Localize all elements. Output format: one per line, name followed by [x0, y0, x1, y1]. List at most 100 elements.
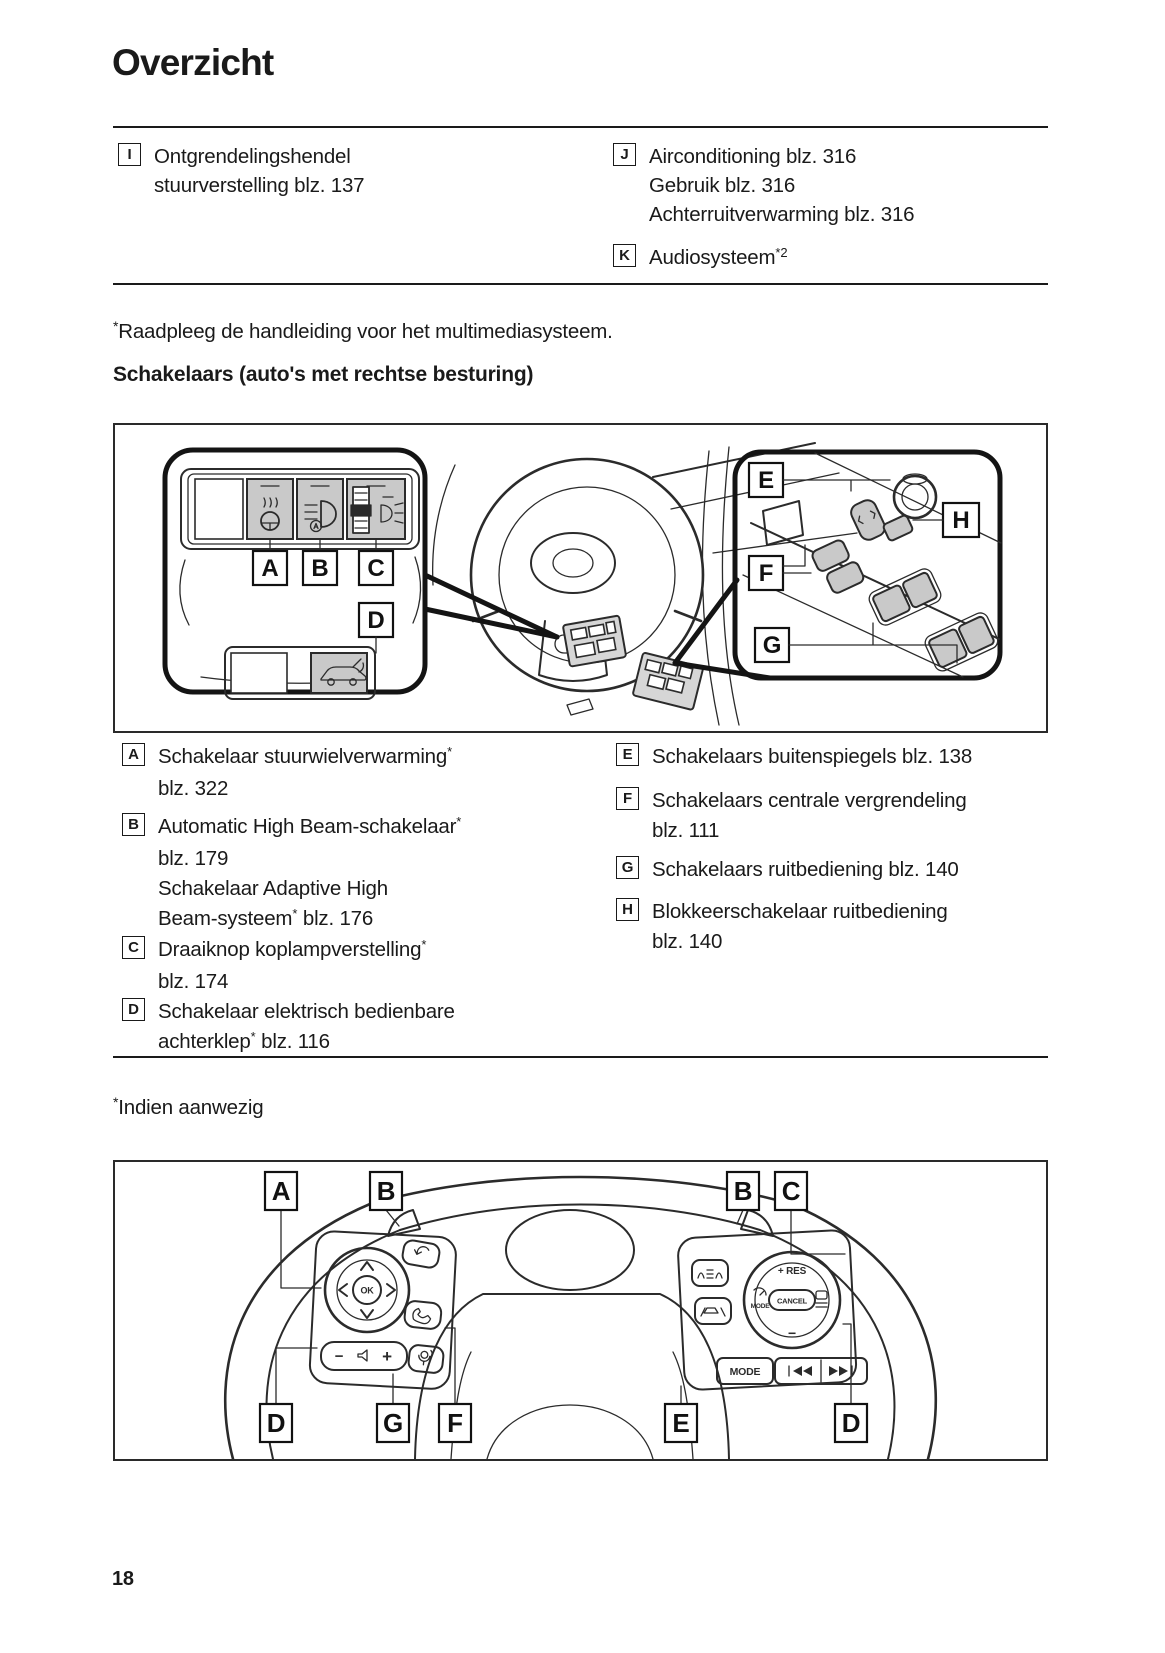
legend-key-I: I	[118, 143, 141, 166]
legend-line: Schakelaar stuurwielverwarming	[158, 745, 448, 768]
legend-text-F: Schakelaars centrale vergrendeling blz. …	[652, 786, 967, 846]
page-number: 18	[112, 1568, 134, 1590]
legend-text-G: Schakelaars ruitbediening blz. 140	[652, 855, 959, 885]
diagram2-label-bottom-F: F	[437, 1402, 473, 1444]
legend-key-F: F	[616, 787, 639, 810]
svg-text:C: C	[782, 1176, 801, 1206]
svg-text:D: D	[842, 1408, 861, 1438]
diagram2-label-top-B-left: B	[368, 1170, 404, 1212]
media-mode-button: MODE	[716, 1357, 774, 1385]
left-paddle-shifter	[387, 1209, 421, 1237]
footnote-marker: *	[113, 1094, 119, 1110]
diagram1-label-H: H	[912, 501, 981, 539]
svg-text:B: B	[311, 555, 328, 582]
svg-text:B: B	[734, 1176, 753, 1206]
legend-text-D: Schakelaar elektrisch bedienbare achterk…	[158, 997, 455, 1059]
svg-text:A: A	[261, 555, 278, 582]
legend-line: achterklep	[158, 1030, 251, 1053]
power-tailgate-icon	[320, 658, 367, 686]
mode-button-label: MODE	[730, 1366, 761, 1378]
volume-rocker: − +	[320, 1341, 408, 1371]
divider-legend	[113, 283, 1048, 285]
section-heading-switches: Schakelaars (auto's met rechtse besturin…	[113, 363, 534, 386]
footnote-marker: *	[250, 1029, 256, 1044]
legend-line: blz. 116	[255, 1030, 330, 1053]
footnote-text: Indien aanwezig	[118, 1096, 264, 1119]
legend-text-K: Audiosysteem*2	[649, 243, 788, 274]
legend-line: Gebruik blz. 316	[649, 174, 796, 197]
left-cluster-plate	[308, 1230, 457, 1390]
window-switch-front	[868, 568, 942, 626]
right-cluster-plate	[677, 1229, 858, 1391]
svg-text:G: G	[763, 632, 781, 659]
legend-text-C: Draaiknop koplampverstelling* blz. 174	[158, 935, 426, 997]
switch-panel-2	[224, 646, 376, 700]
leader-lines	[275, 1209, 852, 1405]
mirror-fold-button	[850, 499, 886, 541]
footnote-multimedia: *Raadpleeg de handleiding voor het multi…	[113, 318, 613, 344]
diagram-dashboard-switches: A B C D	[113, 423, 1048, 733]
lane-assist-button-2	[694, 1297, 732, 1325]
left-callout-wedge	[422, 572, 560, 640]
footnote-text: Raadpleeg de handleiding voor het multim…	[118, 320, 613, 343]
legend-item-J: J Airconditioning blz. 316 Gebruik blz. …	[613, 142, 1073, 229]
footnote-marker: *	[292, 906, 298, 921]
voice-button	[407, 1344, 445, 1374]
diagram2-label-bottom-D-left: D	[258, 1402, 294, 1444]
legend-key-C: C	[122, 936, 145, 959]
svg-text:E: E	[672, 1408, 689, 1438]
legend-text-H: Blokkeerschakelaar ruitbediening blz. 14…	[652, 897, 948, 957]
legend-line: Audiosysteem	[649, 246, 776, 269]
legend-text-J: Airconditioning blz. 316 Gebruik blz. 31…	[649, 142, 915, 229]
window-switch-rear	[924, 612, 999, 672]
lower-switch-panel	[632, 652, 704, 711]
left-callout-box	[162, 447, 428, 695]
mirror-adjust-knob	[892, 473, 938, 520]
legend-line: Schakelaars centrale vergrendeling	[652, 789, 967, 812]
diagram2-label-top-B-right: B	[725, 1170, 761, 1212]
legend-line: blz. 179	[158, 847, 229, 870]
legend-line: blz. 176	[297, 907, 374, 930]
dashboard-diagram-art: A B C D	[162, 442, 1003, 726]
legend-line: Schakelaar elektrisch bedienbare	[158, 1000, 455, 1023]
legend-key-J: J	[613, 143, 636, 166]
footnote-present: *Indien aanwezig	[113, 1094, 264, 1120]
svg-text:E: E	[758, 467, 774, 494]
legend-line: Airconditioning blz. 316	[649, 145, 857, 168]
door-lock-buttons	[811, 539, 865, 594]
legend-key-A: A	[122, 743, 145, 766]
right-paddle-shifter	[740, 1209, 774, 1237]
back-arrow-icon	[413, 1246, 430, 1255]
footnote-marker: *2	[775, 245, 788, 260]
svg-text:D: D	[267, 1408, 286, 1438]
switch-panel-1	[180, 468, 420, 550]
legend-line: stuurverstelling blz. 137	[154, 174, 365, 197]
track-buttons	[774, 1357, 868, 1385]
drive-mode-icon	[753, 1287, 767, 1296]
legend-line: blz. 322	[158, 777, 229, 800]
next-track-icon	[829, 1365, 853, 1377]
ok-button-label: OK	[360, 1286, 374, 1296]
cruise-set-label: −	[788, 1325, 796, 1341]
legend-line: Draaiknop koplampverstelling	[158, 938, 422, 961]
phone-icon	[412, 1307, 432, 1325]
legend-line: blz. 140	[652, 930, 723, 953]
diagram1-label-D: D	[357, 601, 395, 654]
page-title: Overzicht	[112, 42, 274, 83]
diagram1-label-E: E	[747, 461, 891, 499]
voice-mic-icon	[418, 1349, 433, 1366]
footnote-marker: *	[447, 744, 453, 759]
footnote-marker: *	[113, 318, 119, 334]
legend-item-E: E Schakelaars buitenspiegels blz. 138	[616, 742, 1066, 772]
diagram2-label-bottom-E: E	[663, 1402, 699, 1444]
legend-text-I: Ontgrendelingshendel stuurverstelling bl…	[154, 142, 365, 200]
steering-heat-icon	[260, 497, 280, 531]
legend-line: blz. 111	[652, 819, 720, 842]
legend-key-G: G	[616, 856, 639, 879]
legend-text-B: Automatic High Beam-schakelaar* blz. 179…	[158, 812, 461, 936]
cruise-control-dial: + RES − MODE CANCEL	[742, 1250, 842, 1350]
footnote-marker: *	[456, 814, 462, 829]
legend-line: Achterruitverwarming blz. 316	[649, 203, 915, 226]
phone-button	[403, 1300, 443, 1330]
